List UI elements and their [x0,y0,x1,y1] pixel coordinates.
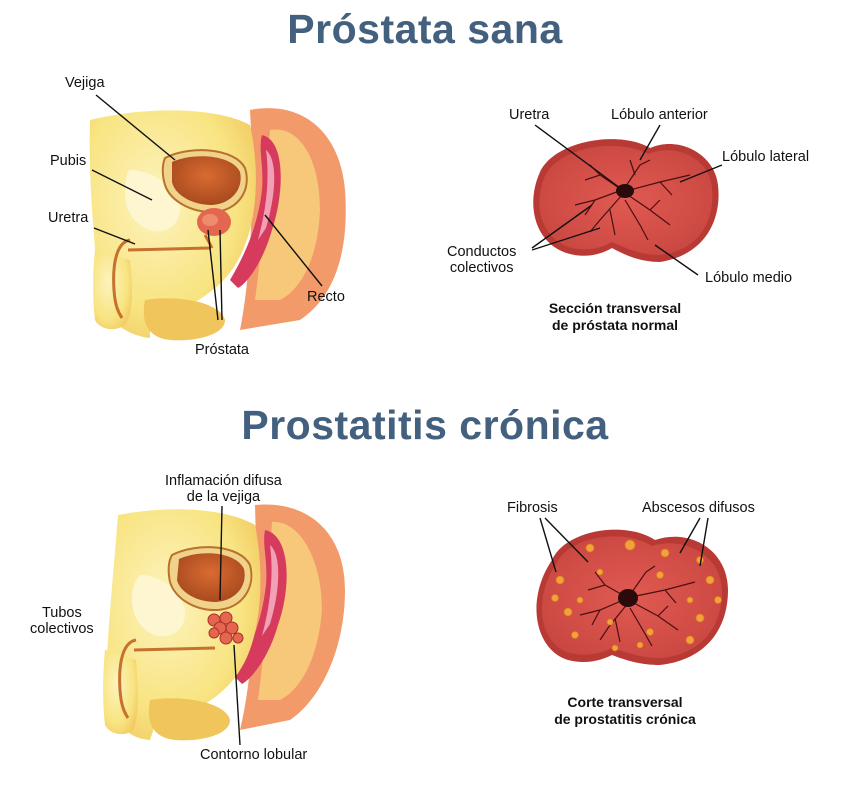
label-conductos: Conductos colectivos [447,244,516,276]
label-abscesos: Abscesos difusos [642,500,755,516]
healthy-title: Próstata sana [287,6,563,52]
label-conductos-line2: colectivos [449,260,514,276]
label-inflamacion-line2: de la vejiga [186,489,261,505]
chronic-caption-line2: de prostatitis crónica [554,711,696,727]
healthy-section-leaders [531,124,723,276]
healthy-section-caption: Sección transversal de próstata normal [530,300,700,334]
label-lobulo-lateral: Lóbulo lateral [722,149,810,165]
label-recto: Recto [307,289,345,305]
label-conductos-line1: Conductos [447,244,517,260]
healthy-sagittal-view [89,108,346,341]
label-section-uretra: Uretra [509,107,550,123]
healthy-caption-line2: de próstata normal [551,317,679,333]
label-tubos-line1: Tubos [41,605,82,621]
healthy-leader-lines [91,94,323,321]
chronic-sagittal-view [103,504,345,741]
chronic-caption-line1: Corte transversal [567,694,683,710]
label-tubos-line2: colectivos [30,621,94,637]
label-pubis: Pubis [50,153,87,169]
label-inflamacion: Inflamación difusa de la vejiga [165,473,282,505]
chronic-cross-section [536,529,728,665]
label-vejiga: Vejiga [65,75,105,91]
chronic-leader-lines [219,505,241,746]
chronic-section-leaders [539,517,709,573]
label-contorno: Contorno lobular [200,747,308,763]
label-tubos: Tubos colectivos [30,605,94,637]
healthy-caption-line1: Sección transversal [548,300,682,316]
label-fibrosis: Fibrosis [507,500,558,516]
healthy-cross-section [533,139,719,262]
chronic-title: Prostatitis crónica [241,402,609,448]
label-uretra: Uretra [48,210,89,226]
label-lobulo-anterior: Lóbulo anterior [611,107,708,123]
label-prostata: Próstata [195,342,249,358]
label-inflamacion-line1: Inflamación difusa [165,473,282,489]
label-lobulo-medio: Lóbulo medio [705,270,793,286]
chronic-section-caption: Corte transversal de prostatitis crónica [530,694,720,728]
